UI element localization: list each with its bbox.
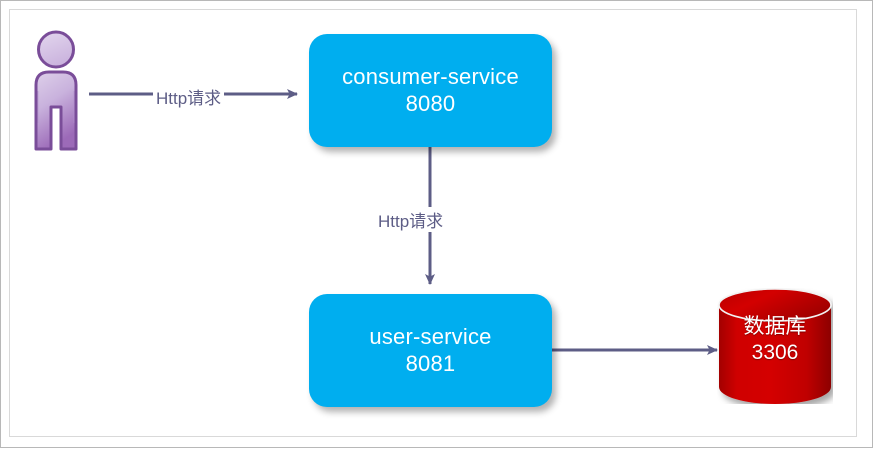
user-service-port: 8081 bbox=[405, 350, 456, 376]
person-icon bbox=[23, 29, 89, 151]
edge-label-actor-to-consumer: Http请求 bbox=[153, 84, 225, 109]
consumer-service-port: 8080 bbox=[405, 90, 456, 116]
node-consumer-service[interactable]: consumer-service 8080 bbox=[309, 34, 552, 147]
database-cylinder-icon bbox=[718, 288, 832, 404]
consumer-service-name: consumer-service bbox=[342, 63, 519, 89]
node-database[interactable]: 数据库 3306 bbox=[717, 288, 833, 404]
database-port: 3306 bbox=[751, 341, 799, 365]
user-service-name: user-service bbox=[369, 323, 492, 349]
edge-label-consumer-to-user: Http请求 bbox=[375, 207, 447, 232]
database-label: 数据库 3306 bbox=[717, 314, 833, 367]
node-user-service[interactable]: user-service 8081 bbox=[309, 294, 552, 407]
database-name: 数据库 bbox=[743, 315, 807, 338]
